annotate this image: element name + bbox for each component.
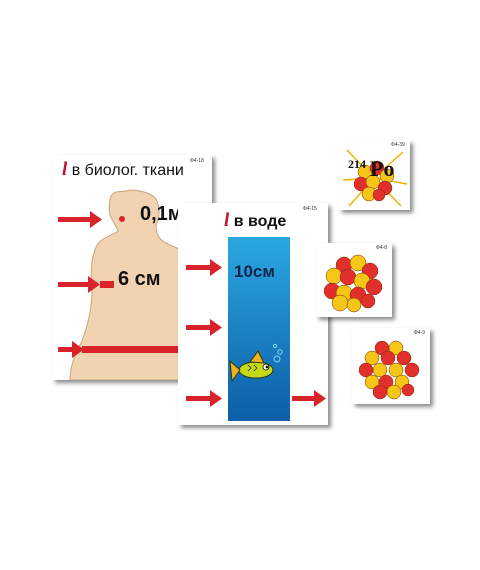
depth-skin-label: 0,1м bbox=[140, 203, 183, 225]
card-code: Ф4-9 bbox=[414, 330, 426, 336]
nucleus-burst-illustration bbox=[342, 149, 408, 207]
card-water: Ф4-15 l в воде 1 bbox=[178, 203, 328, 425]
card-polonium: Ф4-39 214 Po bbox=[339, 140, 410, 210]
mass-number: 214 bbox=[348, 157, 366, 171]
depth-label: 10см bbox=[234, 262, 275, 281]
water-column-illustration bbox=[186, 237, 326, 421]
card-code: Ф4-15 bbox=[303, 206, 317, 212]
nucleus-illustration bbox=[323, 254, 383, 313]
element-symbol: Po bbox=[370, 156, 395, 181]
card-nucleus-1: Ф4-8 bbox=[316, 243, 392, 317]
card-title: l в биолог. ткани bbox=[62, 159, 184, 181]
card-title: l в воде bbox=[224, 210, 286, 232]
card-code: Ф4-8 bbox=[376, 245, 388, 251]
card-title-text: в биолог. ткани bbox=[71, 162, 184, 179]
length-symbol: l bbox=[224, 210, 230, 231]
card-code: Ф4-39 bbox=[391, 142, 405, 148]
card-title-text: в воде bbox=[233, 213, 287, 230]
depth-body-label: 6 см bbox=[118, 268, 161, 290]
human-silhouette-illustration bbox=[58, 189, 212, 380]
card-nucleus-2: Ф4-9 bbox=[352, 328, 430, 404]
nucleus-illustration bbox=[358, 340, 420, 400]
fish-icon bbox=[229, 350, 274, 383]
length-symbol: l bbox=[62, 159, 68, 180]
card-code: Ф4-18 bbox=[190, 158, 204, 164]
